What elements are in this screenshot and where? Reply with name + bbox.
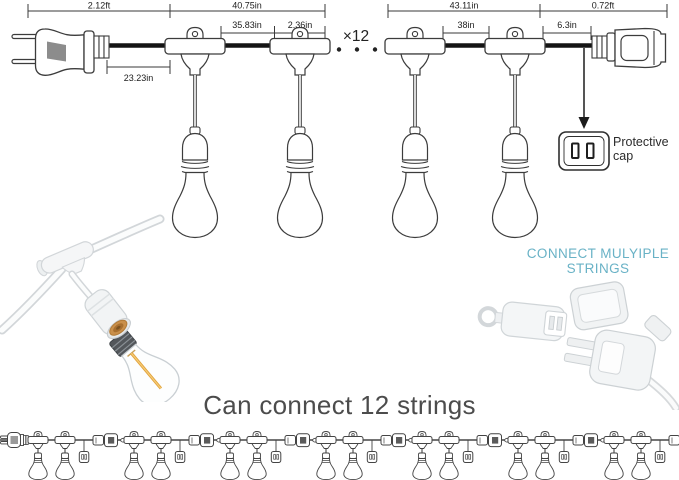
cord-tee-connector bbox=[36, 241, 94, 277]
connect-strings-title: CONNECT MULYIPLE STRINGS bbox=[498, 246, 679, 276]
dim-label-plug-to-first-socket: 23.23in bbox=[124, 73, 154, 83]
multiplier-label: ×12 bbox=[343, 28, 369, 45]
string-segment bbox=[220, 432, 324, 480]
dim-label-left-span: 40.75in bbox=[232, 1, 262, 11]
string-segment bbox=[412, 432, 516, 480]
bulb-socket-photo bbox=[0, 214, 180, 402]
string-segment bbox=[604, 432, 679, 480]
string-segment bbox=[28, 432, 132, 480]
dimension-lines bbox=[27, 4, 668, 74]
connect-strings-line1: CONNECT MULYIPLE bbox=[526, 246, 670, 261]
lamp-socket bbox=[84, 289, 131, 340]
hanging-bulb-icon bbox=[163, 25, 227, 240]
protective-cap-label: Protective cap bbox=[613, 135, 669, 163]
loose-cap bbox=[569, 281, 629, 331]
dim-label-bulb-spacing-left: 35.83in bbox=[232, 20, 262, 30]
dim-label-tail-cord: 0.72ft bbox=[592, 1, 615, 11]
edison-bulb bbox=[109, 329, 180, 402]
dim-label-lead-cord: 2.12ft bbox=[88, 1, 111, 11]
hanging-bulb-icon bbox=[268, 25, 332, 240]
end-connector-icon bbox=[591, 27, 667, 69]
string-segment bbox=[316, 432, 420, 480]
protective-cap-icon bbox=[558, 131, 610, 171]
caption: Can connect 12 strings bbox=[203, 390, 476, 420]
female-connector bbox=[477, 301, 568, 342]
string-plug-icon bbox=[0, 432, 29, 448]
string-segment bbox=[124, 432, 228, 480]
male-plug bbox=[563, 315, 679, 410]
ellipsis-dots bbox=[336, 47, 378, 52]
hanging-bulb-icon bbox=[483, 25, 547, 240]
connect-strings-line2: STRINGS bbox=[566, 261, 630, 277]
string-lights-row bbox=[0, 425, 679, 480]
dim-label-right-span: 43.11in bbox=[450, 1, 479, 11]
power-plug-icon bbox=[11, 28, 110, 76]
down-arrow-icon bbox=[578, 48, 590, 129]
hanging-bulb-icon bbox=[383, 25, 447, 240]
spec-diagram: 2.12ft 40.75in 43.11in 0.72ft 35.83in 2.… bbox=[11, 1, 668, 240]
connectors-photo bbox=[477, 281, 679, 410]
dim-label-end-spacing: 6.3in bbox=[557, 20, 577, 30]
dim-label-socket-width: 2.36in bbox=[288, 20, 313, 30]
dim-label-bulb-spacing-right: 38in bbox=[457, 20, 474, 30]
string-segment bbox=[508, 432, 612, 480]
